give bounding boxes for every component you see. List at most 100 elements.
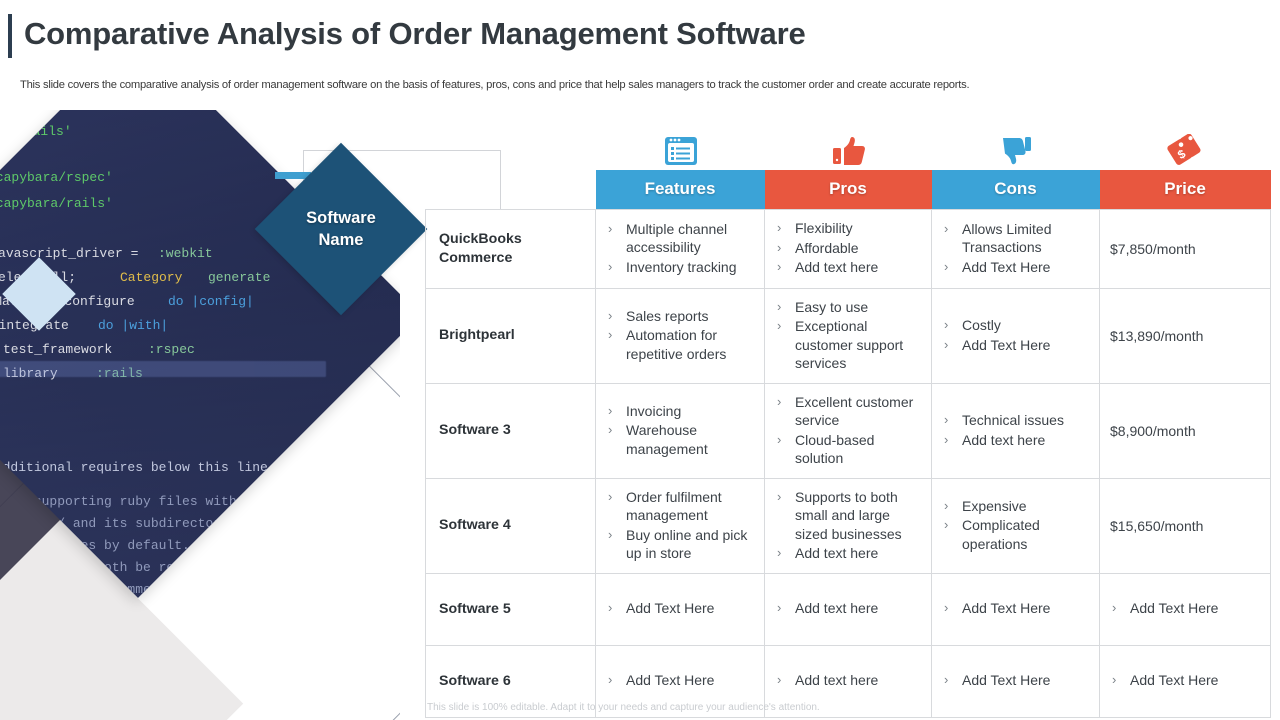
cell-cons: ›Technical issues› Add text here	[931, 382, 1100, 479]
list-item-label: Multiple channel accessibility	[626, 220, 728, 256]
chevron-right-icon: ›	[944, 517, 949, 533]
list-item: ›Add Text Here	[1108, 599, 1264, 618]
table-row: Software 6›Add Text Here›Add text here›A…	[425, 644, 1271, 718]
cell-pros: ›Easy to use›Exceptional customer suppor…	[764, 287, 932, 384]
chevron-right-icon: ›	[777, 393, 782, 409]
list-item: ›Affordable	[773, 239, 925, 258]
list-item-label: Add Text Here	[626, 672, 715, 689]
list-item-label: Add text here	[795, 600, 879, 617]
list-item-label: Cloud-based solution	[795, 431, 875, 467]
software-name-label: Software Name	[280, 168, 402, 290]
svg-text::webkit: :webkit	[158, 246, 213, 261]
chevron-right-icon: ›	[777, 318, 782, 333]
cell-cons: › Add Text Here	[931, 572, 1100, 646]
list-item: › Supports to both small and large sized …	[773, 488, 925, 544]
chevron-right-icon: ›	[608, 307, 613, 323]
list-item: ›Add Text Here	[604, 671, 758, 690]
chevron-right-icon: ›	[777, 545, 782, 560]
chevron-right-icon: ›	[944, 672, 949, 688]
list-item: › Add text here	[773, 544, 925, 563]
list-item-label: Add text here	[962, 431, 1046, 448]
list-item: › Add Text Here	[940, 336, 1093, 355]
chevron-right-icon: ›	[777, 672, 782, 688]
list-item-label: Buy online and pick up in store	[626, 526, 748, 562]
svg-text:with.library: with.library	[0, 366, 58, 381]
list-item-label: Invoicing	[626, 402, 682, 419]
chevron-right-icon: ›	[944, 497, 949, 513]
cell-features: ›Invoicing›Warehouse management	[595, 382, 765, 479]
svg-text:'helper': 'helper'	[0, 110, 40, 113]
header-blank	[426, 170, 596, 209]
list-item-label: Order fulfilment management	[626, 488, 722, 524]
page-subtitle: This slide covers the comparative analys…	[20, 79, 970, 91]
svg-text::rspec: :rspec	[148, 342, 195, 357]
chevron-right-icon: ›	[777, 298, 782, 314]
table-row: Software 3›Invoicing›Warehouse managemen…	[425, 382, 1271, 479]
list-item-label: Add Text Here	[962, 336, 1051, 353]
list-item-label: Costly	[962, 317, 1001, 333]
cell-features: ›Sales reports›Automation for repetitive…	[595, 287, 765, 384]
list-item: ›Buy online and pick up in store	[604, 526, 758, 563]
cell-features: ›Add Text Here	[595, 644, 765, 718]
list-item: ›Costly	[940, 316, 1093, 335]
chevron-right-icon: ›	[1112, 672, 1117, 688]
list-item: ›Add Text Here	[604, 599, 758, 618]
comparison-table: Features Pros Cons Price QuickBooks Comm…	[425, 170, 1271, 718]
list-item-label: Flexibility	[795, 220, 853, 237]
chevron-right-icon: ›	[944, 258, 949, 274]
list-item-label: Add Text Here	[962, 600, 1051, 617]
cell-cons: ›Expensive›Complicated operations	[931, 477, 1100, 574]
svg-text:'spec/rails': 'spec/rails'	[0, 124, 72, 139]
table-row: Brightpearl›Sales reports›Automation for…	[425, 287, 1271, 384]
list-item: ›Flexibility	[773, 219, 925, 238]
chevron-right-icon: ›	[777, 488, 782, 504]
chevron-right-icon: ›	[1112, 600, 1117, 616]
list-item-label: Complicated operations	[962, 517, 1040, 552]
chevron-right-icon: ›	[777, 259, 782, 275]
list-item: ›Add text here	[773, 599, 925, 618]
list-item: ›Add text here	[773, 671, 925, 690]
chevron-right-icon: ›	[608, 488, 613, 504]
price-value: $7,850/month	[1110, 240, 1196, 257]
price-value: $8,900/month	[1110, 422, 1196, 439]
list-item: ›Automation for repetitive orders	[604, 326, 758, 363]
chevron-right-icon: ›	[944, 600, 949, 616]
list-item: › Multiple channel accessibility	[604, 220, 758, 257]
svg-text:# Add additional requires belo: # Add additional requires below this lin…	[0, 460, 276, 475]
cell-features: ›Multiple channel accessibility›Inventor…	[595, 208, 765, 289]
row-software-name: Software 6	[425, 644, 596, 718]
table-row: QuickBooks Commerce›Multiple channel acc…	[425, 208, 1271, 289]
list-item: ›Excellent customer service	[773, 393, 925, 430]
cell-cons: ›Add Text Here	[931, 644, 1100, 718]
cell-pros: ›Add text here	[764, 572, 932, 646]
chevron-right-icon: ›	[944, 412, 949, 427]
header-features: Features	[595, 170, 765, 209]
row-software-name: Software 3	[425, 382, 596, 479]
list-item: ›Easy to use	[773, 298, 925, 317]
footer-note: This slide is 100% editable. Adapt it to…	[427, 702, 820, 713]
list-item: › Add Text Here	[940, 258, 1093, 277]
title-accent-bar	[8, 14, 12, 58]
svg-text::rails: :rails	[96, 366, 143, 381]
list-item: ›Allows Limited Transactions	[940, 220, 1093, 257]
list-item: ›Technical issues	[940, 411, 1093, 430]
price-value: $15,650/month	[1110, 517, 1204, 534]
badge-dash-accent	[275, 172, 311, 179]
column-icons-row: $	[596, 132, 1270, 170]
list-item-label: Warehouse management	[626, 422, 708, 457]
svg-text:do |config|: do |config|	[168, 294, 254, 309]
page-title: Comparative Analysis of Order Management…	[24, 16, 806, 51]
svg-text:'capybara/rspec': 'capybara/rspec'	[0, 170, 113, 185]
software-name-line1: Software	[306, 209, 376, 227]
chevron-right-icon: ›	[944, 336, 949, 352]
table-body: QuickBooks Commerce›Multiple channel acc…	[425, 208, 1271, 718]
svg-text:Category: Category	[120, 270, 183, 285]
cell-price: $7,850/month	[1099, 208, 1271, 289]
list-item-label: Add text here	[795, 545, 879, 561]
cell-cons: ›Costly› Add Text Here	[931, 287, 1100, 384]
list-item-label: Supports to both small and large sized b…	[795, 488, 902, 542]
chevron-right-icon: ›	[608, 220, 613, 236]
list-item: ›Warehouse management	[604, 421, 758, 458]
list-item-label: Add Text Here	[962, 258, 1051, 275]
